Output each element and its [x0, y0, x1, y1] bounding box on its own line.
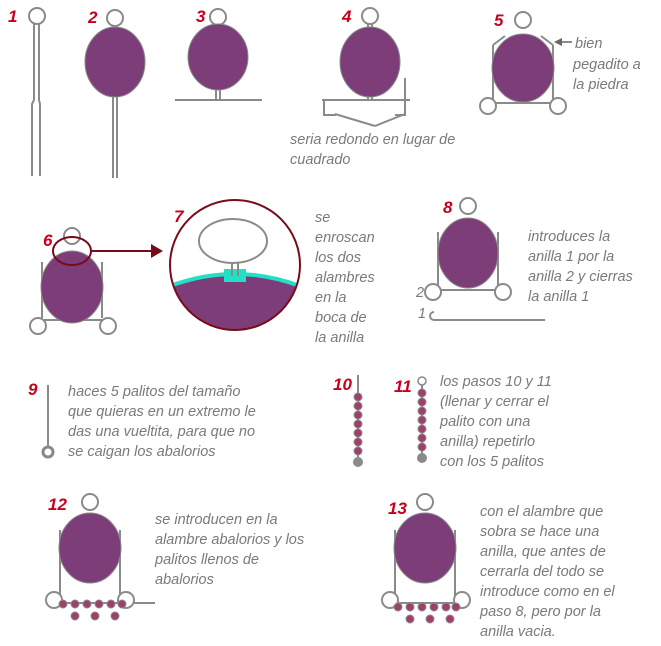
svg-text:alambre abalorios y los: alambre abalorios y los [155, 532, 304, 548]
step-11-figure [417, 376, 427, 463]
step-12-figure [45, 493, 155, 621]
svg-text:cuadrado: cuadrado [290, 152, 350, 168]
step-number: 2 [87, 8, 98, 27]
svg-text:los pasos 10 y 11: los pasos 10 y 11 [440, 374, 552, 390]
svg-text:la anilla: la anilla [315, 330, 364, 346]
note-step-9: haces 5 palitos del tamaño que quieras e… [68, 384, 256, 460]
step-9-figure [41, 385, 55, 459]
svg-text:(llenar y cerrar el: (llenar y cerrar el [440, 394, 550, 410]
svg-text:abalorios: abalorios [155, 572, 214, 588]
svg-text:con los 5 palitos: con los 5 palitos [440, 454, 544, 470]
svg-text:cerrarla del todo se: cerrarla del todo se [480, 564, 604, 580]
step-4-figure [322, 7, 410, 127]
svg-text:haces 5 palitos del tamaño: haces 5 palitos del tamaño [68, 384, 241, 400]
note-step-13: con el alambre que sobra se hace una ani… [479, 504, 615, 640]
svg-text:anilla 1 por la: anilla 1 por la [528, 249, 614, 265]
step-number: 4 [341, 7, 352, 26]
svg-text:introduces la: introduces la [528, 229, 610, 245]
note-step-12: se introducen en la alambre abalorios y … [154, 512, 304, 588]
svg-text:introduce como en el: introduce como en el [480, 584, 615, 600]
svg-text:con el alambre que: con el alambre que [480, 504, 603, 520]
ring-1-label: 1 [418, 306, 426, 322]
svg-text:alambres: alambres [315, 270, 375, 286]
svg-text:seria redondo en lugar de: seria redondo en lugar de [290, 132, 455, 148]
svg-text:se caigan los abalorios: se caigan los abalorios [68, 444, 216, 460]
svg-text:en la: en la [315, 290, 346, 306]
svg-text:enroscan: enroscan [315, 230, 375, 246]
svg-text:paso 8, pero por la: paso 8, pero por la [479, 604, 601, 620]
step-6-figure [29, 227, 163, 335]
step-number: 6 [43, 231, 53, 250]
note-step-4: seria redondo en lugar de cuadrado [290, 132, 455, 168]
svg-text:anilla 2 y cierras: anilla 2 y cierras [528, 269, 633, 285]
step-number: 12 [48, 495, 67, 514]
note-step-8: introduces la anilla 1 por la anilla 2 y… [528, 229, 633, 305]
note-step-7: se enroscan los dos alambres en la boca … [315, 210, 375, 346]
step-number: 3 [196, 7, 206, 26]
step-number: 9 [28, 380, 38, 399]
step-10-figure [353, 375, 363, 467]
svg-text:se: se [315, 210, 330, 226]
svg-text:que quieras en un extremo le: que quieras en un extremo le [68, 404, 256, 420]
step-number: 7 [174, 207, 185, 226]
step-8-figure: 2 1 [415, 197, 545, 322]
step-number: 13 [388, 499, 407, 518]
step-1-figure [28, 7, 46, 176]
step-5-figure [479, 11, 572, 115]
svg-text:boca de: boca de [315, 310, 367, 326]
step-number: 10 [333, 375, 352, 394]
step-13-figure [381, 493, 471, 624]
svg-text:anilla, que antes de: anilla, que antes de [480, 544, 606, 560]
note-step-5: bien pegadito a la piedra [572, 36, 641, 93]
step-2-figure [84, 9, 146, 178]
svg-text:palito con una: palito con una [439, 414, 530, 430]
svg-text:anilla) repetirlo: anilla) repetirlo [440, 434, 535, 450]
svg-text:se introducen en la: se introducen en la [155, 512, 278, 528]
svg-text:la anilla 1: la anilla 1 [528, 289, 589, 305]
ring-2-label: 2 [415, 285, 424, 301]
svg-text:palitos llenos de: palitos llenos de [154, 552, 259, 568]
step-number: 5 [494, 11, 504, 30]
step-number: 1 [8, 7, 17, 26]
svg-text:das una vueltita, para que no: das una vueltita, para que no [68, 424, 255, 440]
svg-text:pegadito a: pegadito a [572, 57, 641, 73]
svg-text:sobra se hace una: sobra se hace una [480, 524, 599, 540]
step-number: 8 [443, 198, 453, 217]
svg-text:la piedra: la piedra [573, 77, 629, 93]
note-step-11: los pasos 10 y 11 (llenar y cerrar el pa… [439, 374, 552, 470]
svg-text:anilla vacia.: anilla vacia. [480, 624, 556, 640]
svg-text:bien: bien [575, 36, 602, 52]
step-number: 11 [394, 377, 412, 396]
step-3-figure [175, 8, 262, 101]
svg-text:los dos: los dos [315, 250, 361, 266]
